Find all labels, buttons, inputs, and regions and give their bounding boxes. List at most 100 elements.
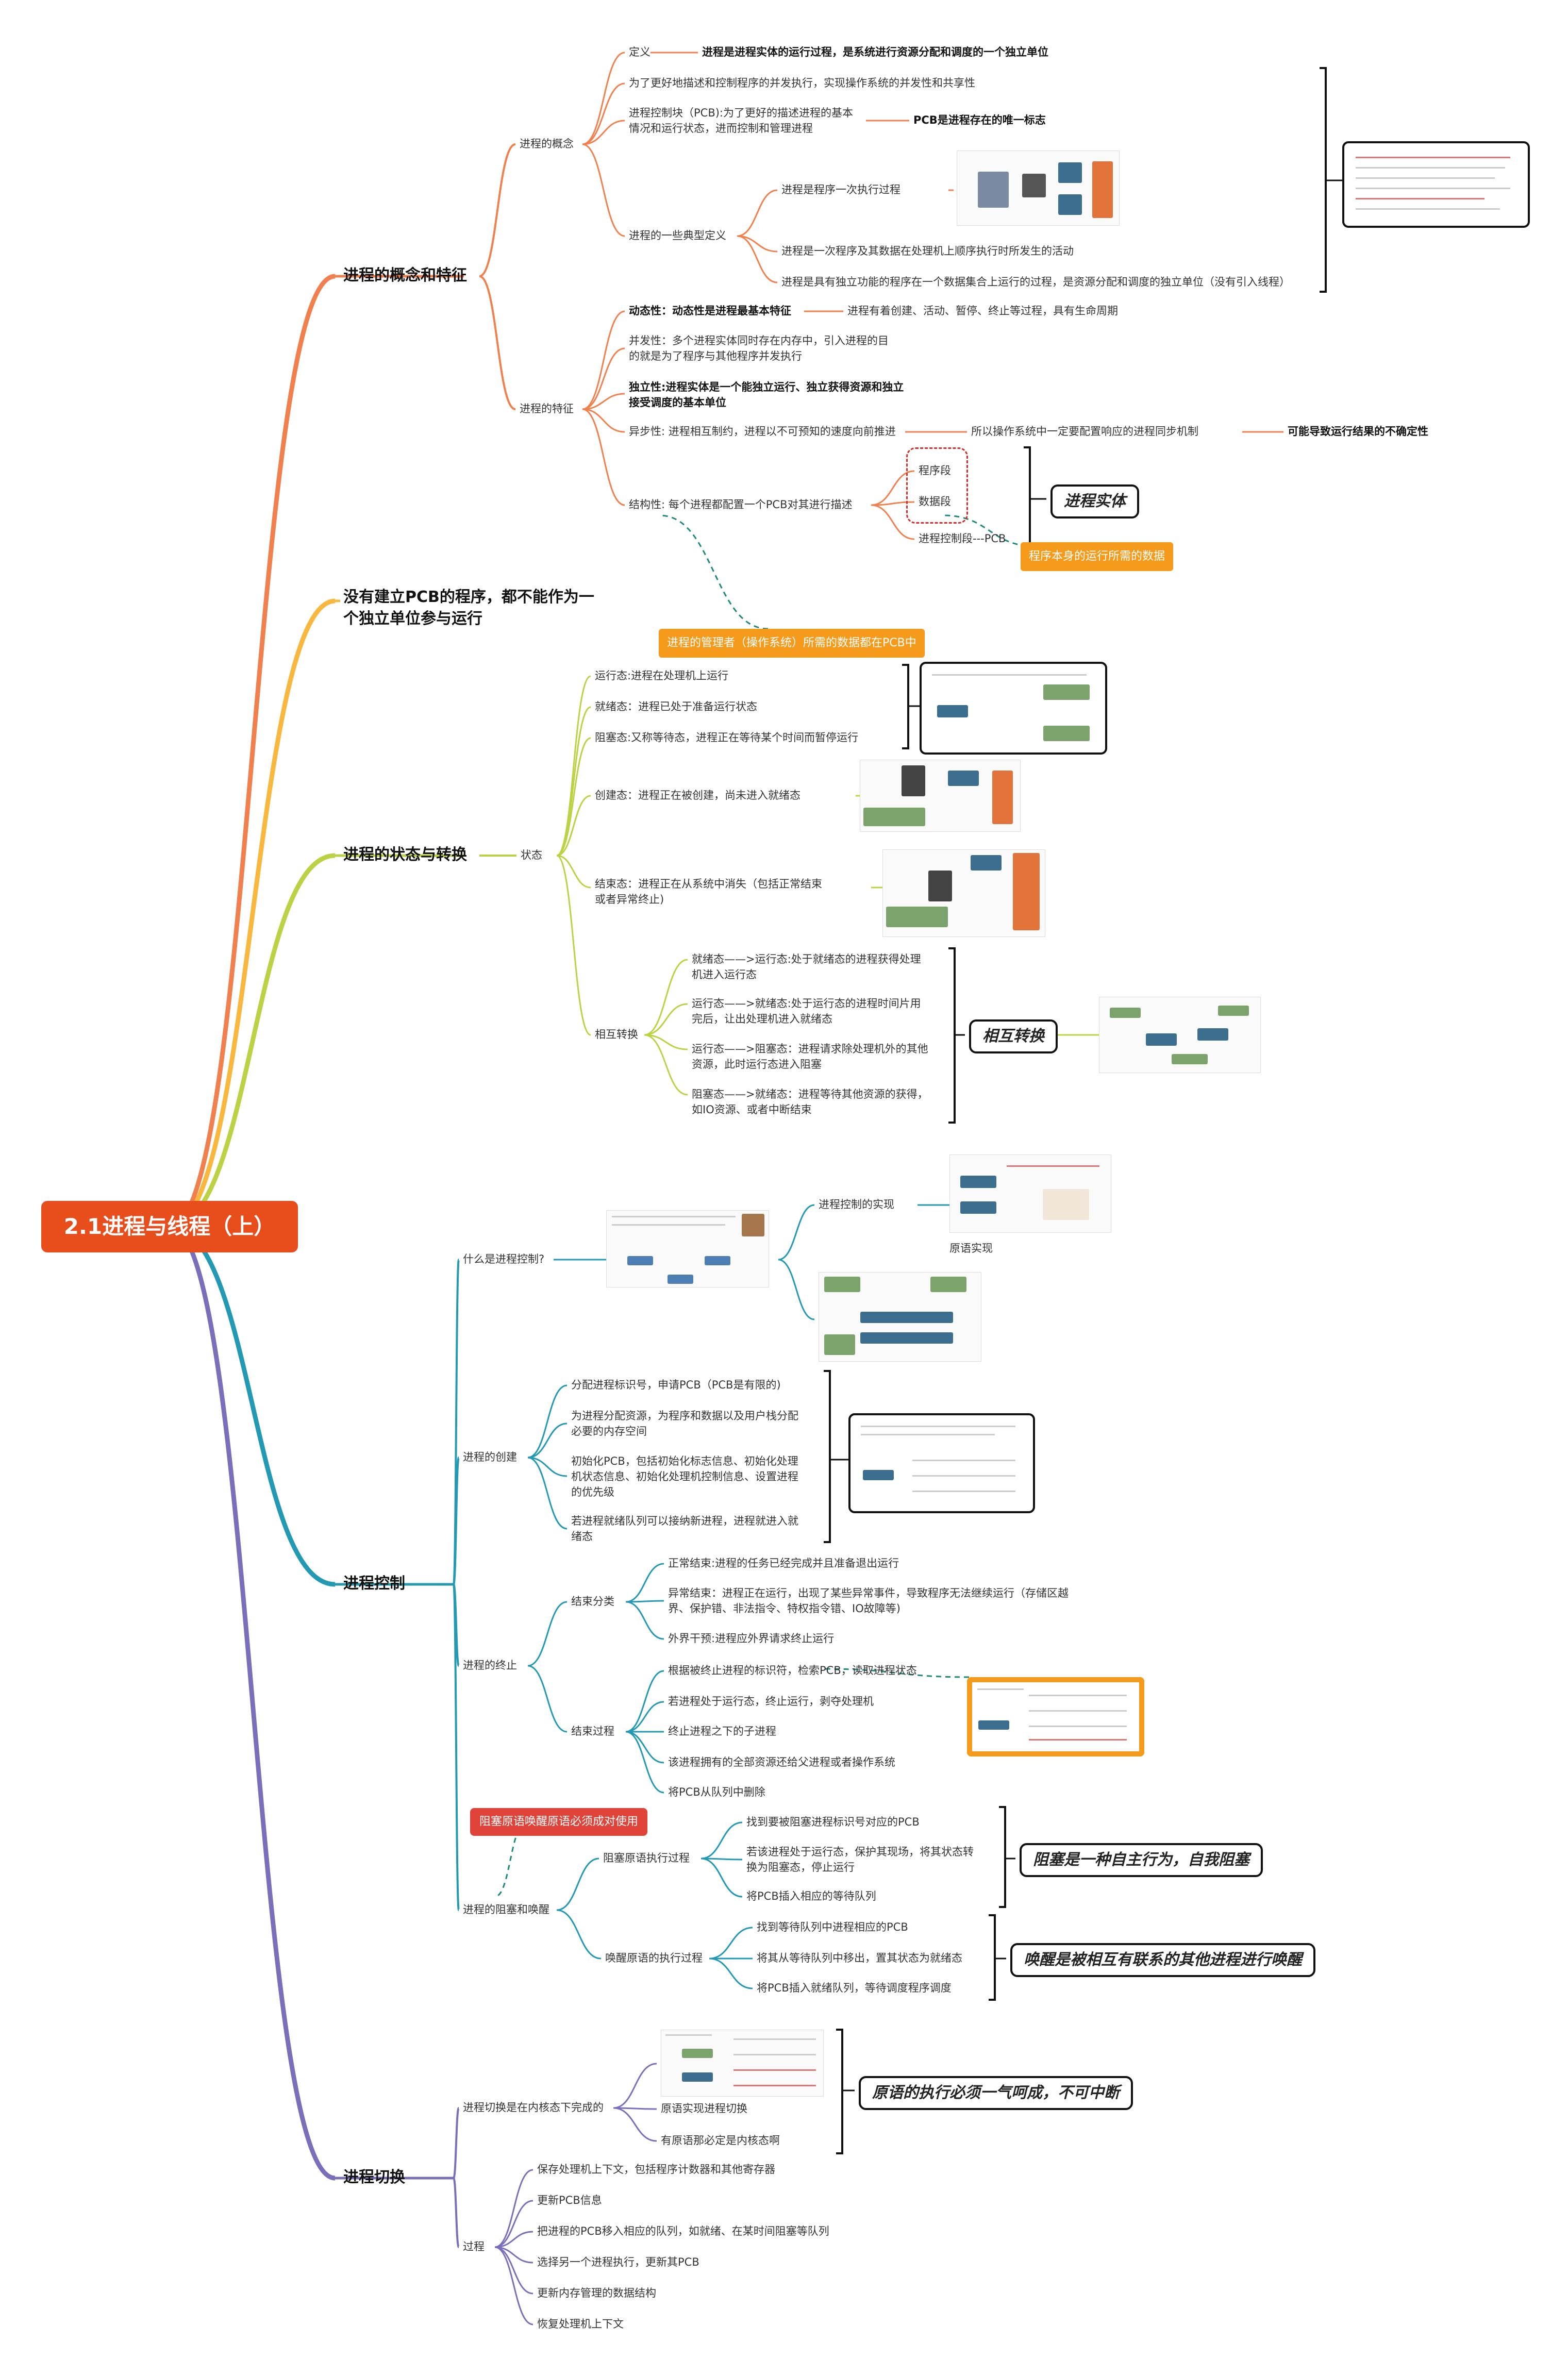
branch-states[interactable]: 进程的状态与转换 <box>343 846 467 864</box>
node-end-class[interactable]: 结束分类 <box>571 1595 614 1608</box>
node-block-1[interactable]: 找到要被阻塞进程标识号对应的PCB <box>746 1816 920 1828</box>
node-termination[interactable]: 进程的终止 <box>463 1659 517 1671</box>
image-create-state[interactable] <box>860 760 1021 832</box>
node-create-3[interactable]: 初始化PCB，包括初始化标志信息、初始化处理 机状态信息、初始化处理机控制信息、… <box>571 1455 798 1498</box>
node-end-normal[interactable]: 正常结束:进程的任务已经完成并且准备退出运行 <box>668 1557 899 1569</box>
node-end-external[interactable]: 外界干预:进程应外界请求终止运行 <box>668 1632 835 1645</box>
node-switch-4[interactable]: 选择另一个进程执行，更新其PCB <box>537 2256 699 2268</box>
node-definition[interactable]: 定义 <box>629 46 650 58</box>
node-block-3[interactable]: 将PCB插入相应的等待队列 <box>746 1890 876 1902</box>
node-independent[interactable]: 独立性:进程实体是一个能独立运行、独立获得资源和独立 接受调度的基本单位 <box>629 381 904 409</box>
node-switch-1[interactable]: 保存处理机上下文，包括程序计数器和其他寄存器 <box>537 2163 775 2176</box>
image-creation-notes[interactable] <box>848 1413 1035 1513</box>
connector-line <box>582 120 625 145</box>
node-kernel-mode[interactable]: 进程切换是在内核态下完成的 <box>463 2101 604 2114</box>
image-three-states[interactable] <box>920 662 1107 755</box>
image-notes-1[interactable] <box>1342 141 1530 228</box>
node-async-note[interactable]: 所以操作系统中一定要配置响应的进程同步机制 <box>971 425 1198 438</box>
connector-line <box>556 855 591 889</box>
node-control-impl[interactable]: 进程控制的实现 <box>819 1198 894 1211</box>
connector-line <box>527 1665 568 1733</box>
node-switch-6[interactable]: 恢复处理机上下文 <box>537 2318 624 2330</box>
node-trans-2[interactable]: 运行态——>就绪态:处于运行态的进程时间片用 完后，让出处理机进入就绪态 <box>692 997 921 1025</box>
box-self-block[interactable]: 阻塞是一种自主行为，自我阻塞 <box>1020 1843 1263 1877</box>
node-transitions[interactable]: 相互转换 <box>595 1028 638 1041</box>
node-end-proc-5[interactable]: 将PCB从队列中删除 <box>668 1786 765 1798</box>
node-async[interactable]: 异步性: 进程相互制约，进程以不可预知的速度向前推进 <box>629 425 896 438</box>
node-switch-2[interactable]: 更新PCB信息 <box>537 2194 602 2206</box>
node-kernel-2[interactable]: 有原语那必定是内核态啊 <box>661 2134 780 2147</box>
connector-line <box>582 393 625 410</box>
node-typical-3[interactable]: 进程是具有独立功能的程序在一个数据集合上运行的过程，是资源分配和调度的独立单位（… <box>781 276 1290 288</box>
node-state-exit[interactable]: 结束态：进程正在从系统中消失（包括正常结束 或者异常终止) <box>595 878 822 906</box>
node-state[interactable]: 状态 <box>521 849 542 861</box>
branch-switch[interactable]: 进程切换 <box>343 2168 405 2186</box>
node-pcb[interactable]: 进程控制块（PCB):为了更好的描述进程的基本 情况和运行状态，进而控制和管理进… <box>629 107 853 135</box>
node-data-seg[interactable]: 数据段 <box>919 495 951 508</box>
image-control-queue[interactable] <box>819 1272 981 1362</box>
image-process-diagram[interactable] <box>957 150 1120 226</box>
image-exit-state[interactable] <box>882 849 1045 937</box>
node-purpose[interactable]: 为了更好地描述和控制程序的并发执行，实现操作系统的并发性和共享性 <box>629 77 975 89</box>
node-state-new[interactable]: 创建态：进程正在被创建，尚未进入就绪态 <box>595 789 800 801</box>
node-end-proc-2[interactable]: 若进程处于运行态，终止运行，剥夺处理机 <box>668 1695 874 1708</box>
node-block-2[interactable]: 若该进程处于运行态，保护其现场，将其状态转 换为阻塞态，停止运行 <box>746 1846 974 1873</box>
node-state-running[interactable]: 运行态:进程在处理机上运行 <box>595 670 729 682</box>
image-state-transition[interactable] <box>1099 997 1261 1073</box>
node-create-4[interactable]: 若进程就绪队列可以接纳新进程，进程就进入就 绪态 <box>571 1515 798 1543</box>
node-block-exec[interactable]: 阻塞原语执行过程 <box>603 1852 690 1864</box>
branch-process-control[interactable]: 进程控制 <box>343 1575 405 1593</box>
node-concurrent[interactable]: 并发性：多个进程实体同时存在内存中，引入进程的目 的就是为了程序与其他程序并发执… <box>629 334 889 362</box>
branch-no-pcb[interactable]: 没有建立PCB的程序，都不能作为一 个独立单位参与运行 <box>343 588 594 628</box>
node-definition-text[interactable]: 进程是进程实体的运行过程，是系统进行资源分配和调度的一个独立单位 <box>702 46 1048 58</box>
node-end-process[interactable]: 结束过程 <box>571 1725 614 1737</box>
box-wake[interactable]: 唤醒是被相互有联系的其他进程进行唤醒 <box>1010 1943 1315 1977</box>
image-termination-notes[interactable] <box>967 1677 1144 1756</box>
node-dynamic-note[interactable]: 进程有着创建、活动、暂停、终止等过程，具有生命周期 <box>847 305 1118 317</box>
branch-concept-features[interactable]: 进程的概念和特征 <box>343 266 467 285</box>
root-node[interactable]: 2.1进程与线程（上） <box>41 1201 298 1252</box>
node-wake-3[interactable]: 将PCB插入就绪队列，等待调度程序调度 <box>757 1982 952 1994</box>
image-switch-notes[interactable] <box>661 2030 824 2097</box>
node-end-proc-1[interactable]: 根据被终止进程的标识符，检索PCB，读取进程状态 <box>668 1664 917 1677</box>
node-create-1[interactable]: 分配进程标识号，申请PCB（PCB是有限的) <box>571 1379 781 1391</box>
node-block-wake[interactable]: 进程的阻塞和唤醒 <box>463 1903 549 1916</box>
node-state-blocked[interactable]: 阻塞态:又称等待态，进程正在等待某个时间而暂停运行 <box>595 731 859 744</box>
node-end-proc-4[interactable]: 该进程拥有的全部资源还给父进程或者操作系统 <box>668 1756 895 1768</box>
node-create-2[interactable]: 为进程分配资源，为程序和数据以及用户栈分配 必要的内存空间 <box>571 1410 798 1437</box>
node-state-ready[interactable]: 就绪态：进程已处于准备运行状态 <box>595 700 757 713</box>
node-what-control[interactable]: 什么是进程控制? <box>463 1253 545 1265</box>
box-transitions[interactable]: 相互转换 <box>969 1019 1058 1053</box>
node-concept[interactable]: 进程的概念 <box>520 138 574 150</box>
tag-runtime-data[interactable]: 程序本身的运行所需的数据 <box>1021 542 1174 571</box>
node-typical-defs[interactable]: 进程的一些典型定义 <box>629 229 726 242</box>
node-features[interactable]: 进程的特征 <box>520 403 574 415</box>
node-wake-exec[interactable]: 唤醒原语的执行过程 <box>605 1952 703 1964</box>
node-pcb-unique[interactable]: PCB是进程存在的唯一标志 <box>913 114 1046 126</box>
box-process-entity[interactable]: 进程实体 <box>1050 484 1139 518</box>
node-dynamic[interactable]: 动态性：动态性是进程最基本特征 <box>629 305 791 317</box>
node-wake-1[interactable]: 找到等待队列中进程相应的PCB <box>757 1921 908 1933</box>
node-typical-2[interactable]: 进程是一次程序及其数据在处理机上顺序执行时所发生的活动 <box>781 245 1074 257</box>
node-switch-3[interactable]: 把进程的PCB移入相应的队列，如就绪、在某时间阻塞等队列 <box>537 2225 829 2237</box>
image-control-intro[interactable] <box>606 1210 769 1287</box>
node-structure[interactable]: 结构性: 每个进程都配置一个PCB对其进行描述 <box>629 498 853 511</box>
box-atomic[interactable]: 原语的执行必须一气呵成，不可中断 <box>859 2076 1133 2110</box>
node-trans-4[interactable]: 阻塞态——>就绪态：进程等待其他资源的获得， 如IO资源、或者中断结束 <box>692 1088 928 1116</box>
node-end-abnormal[interactable]: 异常结束：进程正在运行，出现了某些异常事件，导致程序无法继续运行（存储区越 界、… <box>668 1587 1069 1615</box>
node-kernel-1[interactable]: 原语实现进程切换 <box>661 2102 747 2115</box>
node-switch-5[interactable]: 更新内存管理的数据结构 <box>537 2287 656 2299</box>
tag-pair-use[interactable]: 阻塞原语唤醒原语必须成对使用 <box>470 1808 648 1836</box>
node-program-seg[interactable]: 程序段 <box>919 464 951 477</box>
node-trans-1[interactable]: 就绪态——>运行态:处于就绪态的进程获得处理 机进入运行态 <box>692 953 921 981</box>
node-pcb-seg[interactable]: 进程控制段---PCB <box>919 532 1006 545</box>
image-primitive-impl[interactable] <box>949 1154 1111 1233</box>
node-async-result[interactable]: 可能导致运行结果的不确定性 <box>1288 425 1428 438</box>
tag-manager-data[interactable]: 进程的管理者（操作系统）所需的数据都在PCB中 <box>659 629 925 658</box>
node-trans-3[interactable]: 运行态——>阻塞态：进程请求除处理机外的其他 资源，此时运行态进入阻塞 <box>692 1043 928 1070</box>
node-typical-1[interactable]: 进程是程序一次执行过程 <box>781 183 900 196</box>
node-end-proc-3[interactable]: 终止进程之下的子进程 <box>668 1725 776 1737</box>
node-creation[interactable]: 进程的创建 <box>463 1451 517 1463</box>
node-wake-2[interactable]: 将其从等待队列中移出，置其状态为就绪态 <box>757 1952 962 1964</box>
node-switch-process[interactable]: 过程 <box>463 2240 485 2253</box>
